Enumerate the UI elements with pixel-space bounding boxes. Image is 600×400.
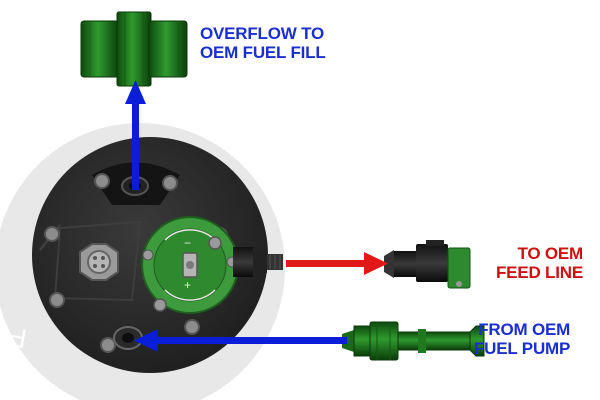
- feed-label-line1: TO OEM: [517, 244, 583, 263]
- fuel-pump-label: FROM OEM FUEL PUMP: [474, 320, 570, 358]
- feed-line-label: TO OEM FEED LINE: [496, 244, 583, 282]
- overflow-label: OVERFLOW TO OEM FUEL FILL: [200, 24, 326, 62]
- pump-label-line2: FUEL PUMP: [474, 339, 571, 358]
- quick-connect-fitting-icon: [384, 240, 471, 289]
- an-to-barb-fitting-icon: [342, 321, 485, 361]
- overflow-arrow: [125, 80, 146, 190]
- feed-arrow: [286, 252, 388, 275]
- pump-inlet-port: [113, 326, 143, 350]
- pump-arrow: [134, 329, 347, 352]
- green-hose-fitting-icon: [80, 11, 188, 87]
- electrical-connector-icon: [79, 243, 119, 281]
- overflow-label-line2: OEM FUEL FILL: [200, 43, 326, 62]
- feed-label-line2: FEED LINE: [496, 263, 583, 282]
- pressure-regulator-icon: + −: [141, 216, 239, 314]
- svg-text:+: +: [184, 278, 191, 292]
- svg-text:−: −: [184, 236, 191, 250]
- side-outlet-fitting: [233, 247, 283, 277]
- overflow-label-line1: OVERFLOW TO: [200, 24, 325, 43]
- pump-label-line1: FROM OEM: [478, 320, 571, 339]
